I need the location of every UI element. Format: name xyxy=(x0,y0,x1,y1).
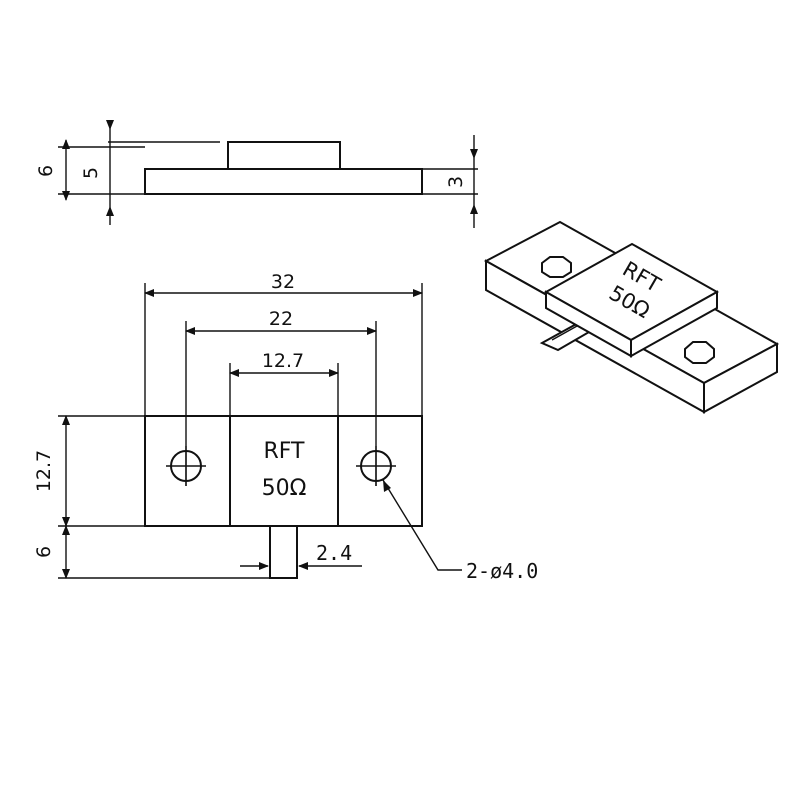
hole-callout-leader xyxy=(382,479,462,571)
front-resistor-body xyxy=(229,415,339,527)
dim-label-tab-length: 6 xyxy=(33,546,55,558)
iso-hole-left xyxy=(541,256,572,278)
iso-hole-right xyxy=(684,341,715,364)
iso-view: RFT 50Ω xyxy=(483,220,780,414)
hole-callout-arrow xyxy=(383,480,391,492)
dim-label-body-height: 5 xyxy=(80,167,102,179)
dim-label-total-height: 6 xyxy=(35,165,57,177)
iso-flange-side xyxy=(703,342,778,414)
dim-label-tab-width: 2.4 xyxy=(316,541,352,565)
dim-label-flange-thickness: 3 xyxy=(445,176,467,188)
side-resistor-body xyxy=(227,141,341,170)
dim-label-hole-spacing: 22 xyxy=(269,308,293,330)
hole-callout-label: 2-ø4.0 xyxy=(466,559,538,583)
dim-label-flange-length: 32 xyxy=(271,271,295,293)
front-view: RFT 50Ω 32 22 12.7 12.7 6 2.4 2-ø4.0 xyxy=(33,271,538,583)
dim-label-flange-width: 12.7 xyxy=(33,450,55,492)
front-marking-line2: 50Ω xyxy=(262,476,307,501)
front-tab xyxy=(269,525,298,579)
iso-body-side xyxy=(630,290,718,358)
dim-label-body-width: 12.7 xyxy=(262,350,304,372)
side-flange xyxy=(144,168,423,195)
front-marking-line1: RFT xyxy=(264,439,306,464)
side-view: 6 5 3 xyxy=(35,120,478,228)
